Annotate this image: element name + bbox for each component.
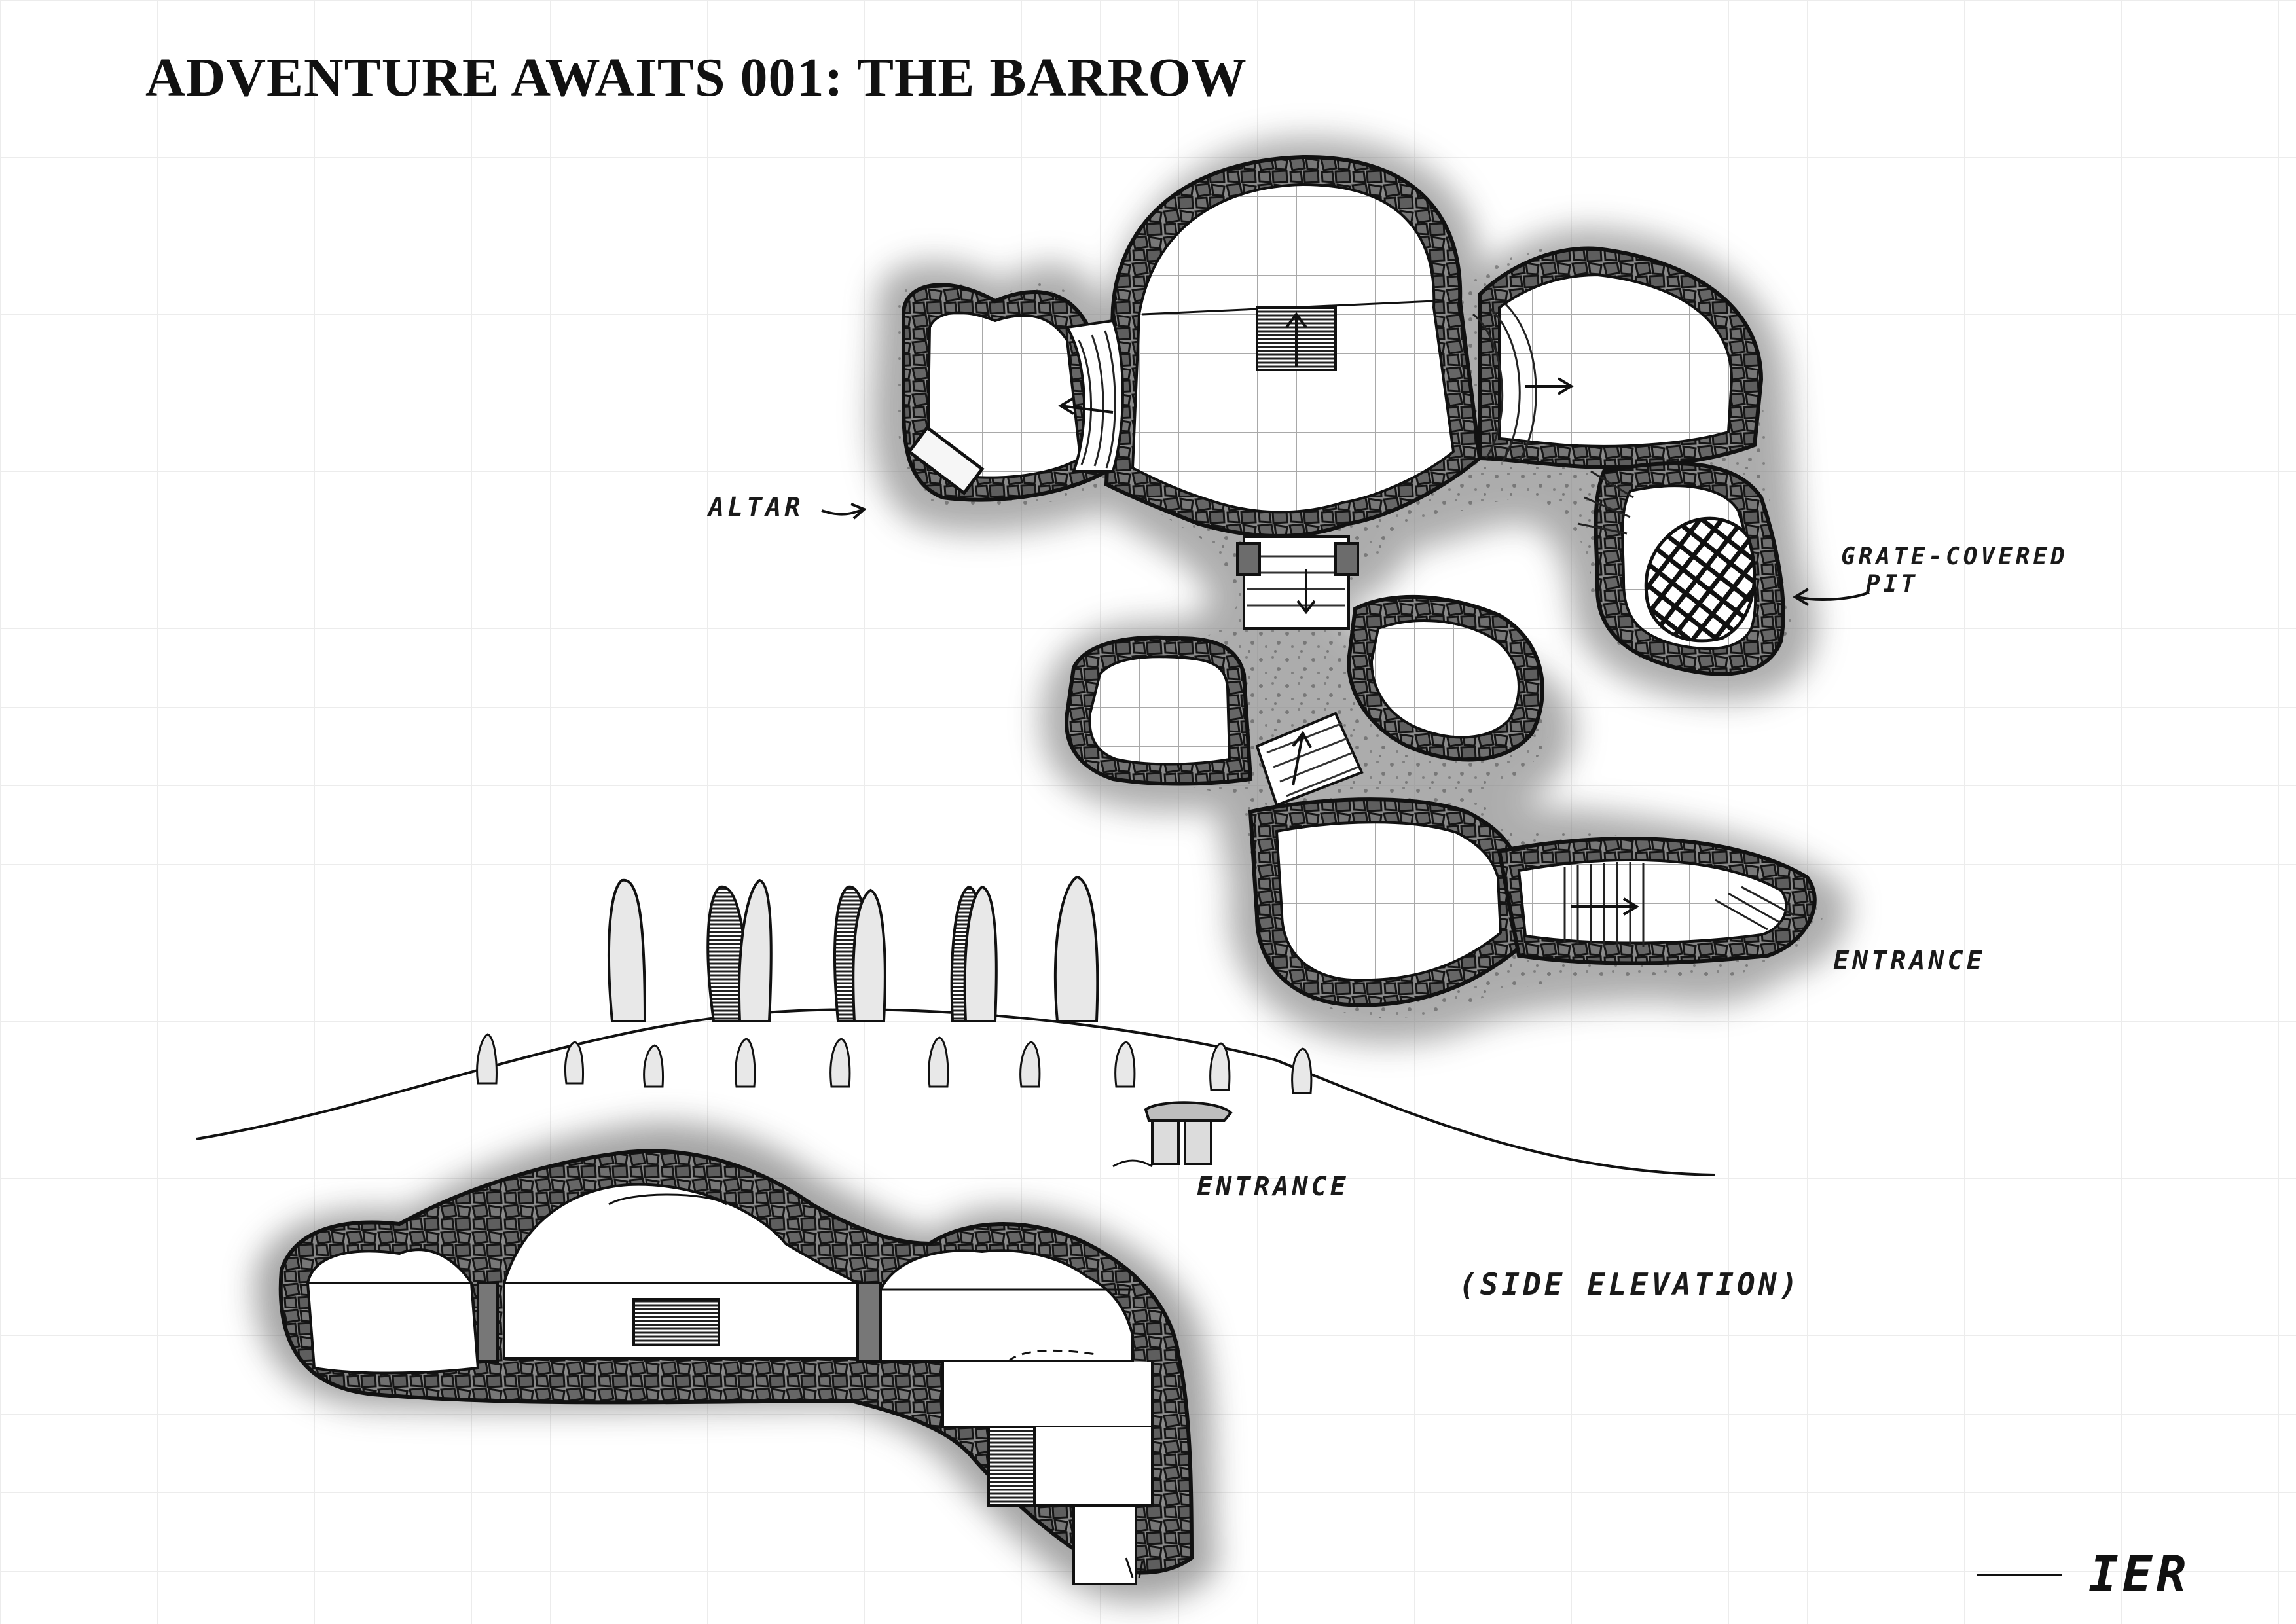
artist-signature: IER [2088, 1545, 2191, 1603]
barrow-mound [196, 1008, 1716, 1176]
altar-block [907, 425, 985, 496]
descending-stairs [987, 1426, 1036, 1507]
elevation-stairs [632, 1298, 720, 1346]
entrance-label-elevation: ENTRANCE [1197, 1172, 1349, 1202]
map-title: ADVENTURE AWAITS 001: THE BARROW [145, 47, 1247, 108]
entrance-label-plan: ENTRANCE [1833, 946, 1986, 976]
room-central-hall [1104, 154, 1482, 538]
altar-label: ALTAR [708, 492, 804, 522]
room-grate-pit [1577, 461, 1785, 676]
passage-north-south [1236, 535, 1359, 630]
entrance-corridor [1497, 836, 1817, 965]
passage-diagonal [1255, 712, 1364, 807]
passage-west [1058, 319, 1124, 473]
room-entrance-hall [1248, 797, 1528, 1007]
label-leader-lines [821, 503, 2062, 1576]
elevation-chambers [278, 1149, 1194, 1585]
side-elevation-view [196, 875, 1716, 1602]
room-west-lower [1065, 635, 1253, 786]
lower-shaft [1072, 1504, 1137, 1585]
side-elevation-label: (SIDE ELEVATION) [1459, 1267, 1802, 1302]
grate-pit-label-line2: PIT [1866, 571, 1919, 598]
standing-stones-small [476, 1033, 1313, 1094]
dolmen-entrance [1112, 1101, 1233, 1168]
room-east-chamber [1472, 246, 1764, 469]
standing-stones-large [608, 875, 1099, 1022]
grate-pit [1644, 516, 1757, 643]
grate-pit-label-line1: GRATE-COVERED [1841, 543, 2068, 570]
room-east-lower [1346, 594, 1544, 762]
